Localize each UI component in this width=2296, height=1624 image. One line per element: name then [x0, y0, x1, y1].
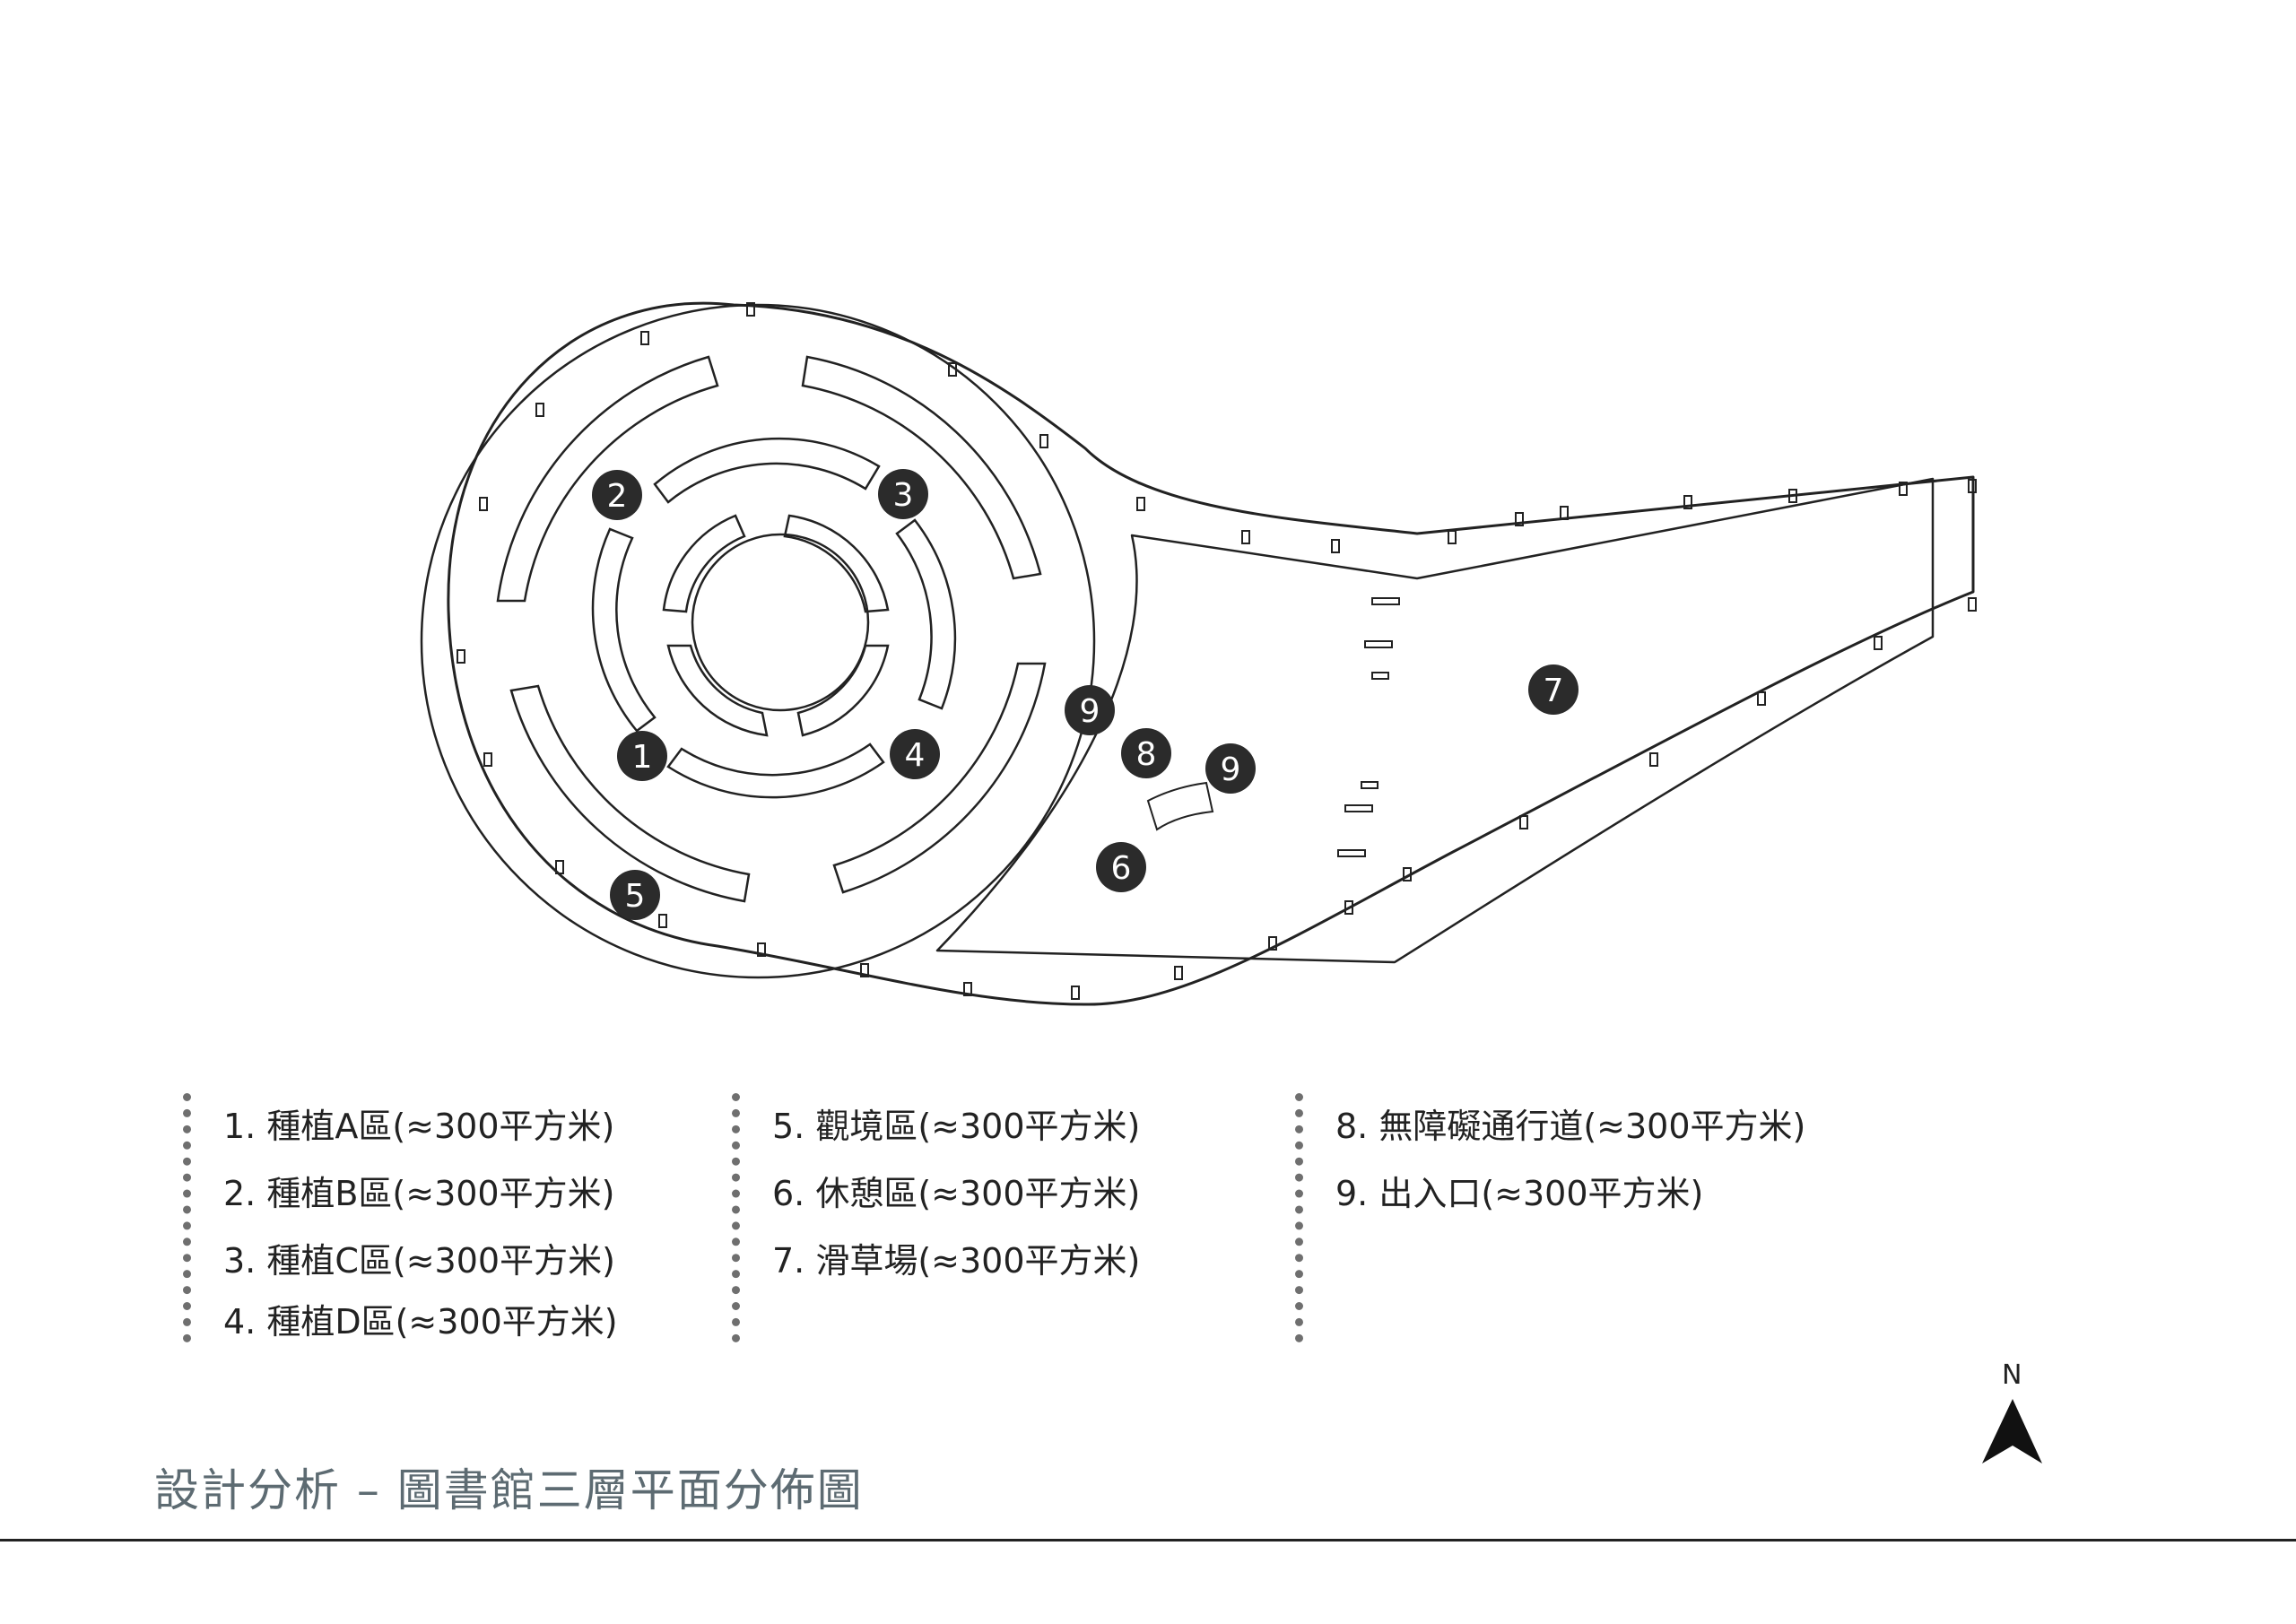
zone-marker-7: 7	[1528, 664, 1578, 715]
marker-circle	[878, 469, 928, 519]
planting-bed	[783, 514, 890, 613]
marker-number: 7	[1544, 673, 1564, 709]
planting-bed	[662, 514, 746, 613]
marker-circle	[610, 870, 660, 920]
zone-marker-5: 5	[610, 870, 660, 920]
zone-marker-9: 9	[1065, 685, 1115, 735]
legend-column-3: 8. 無障礙通行道(≈300平方米) 9. 出入口(≈300平方米)	[1295, 1093, 1805, 1342]
ramp	[1146, 781, 1214, 831]
legend-item: 4. 種植D區(≈300平方米)	[223, 1302, 618, 1342]
marker-number: 1	[632, 739, 653, 776]
planting-bed	[653, 437, 881, 504]
zone-marker-4: 4	[890, 729, 940, 779]
legend-column-1: 1. 種植A區(≈300平方米) 2. 種植B區(≈300平方米) 3. 種植C…	[183, 1093, 618, 1342]
marker-circle	[890, 729, 940, 779]
legend-item: 5. 觀境區(≈300平方米)	[772, 1107, 1141, 1146]
marker-number: 2	[607, 478, 628, 515]
marker-number: 8	[1136, 736, 1157, 773]
page-title: 設計分析 – 圖書館三層平面分佈圖	[154, 1464, 864, 1516]
legend-item: 2. 種植B區(≈300平方米)	[223, 1174, 615, 1213]
marker-circle	[1528, 664, 1578, 715]
legend-column-2: 5. 觀境區(≈300平方米) 6. 休憩區(≈300平方米) 7. 滑草場(≈…	[732, 1093, 1140, 1342]
legend-item: 1. 種植A區(≈300平方米)	[223, 1107, 615, 1146]
planting-bed	[666, 743, 885, 799]
planting-bed	[801, 355, 1042, 580]
lawn-area	[935, 477, 1935, 964]
north-label: N	[2002, 1359, 2022, 1391]
legend-item: 7. 滑草場(≈300平方米)	[772, 1241, 1141, 1281]
marker-number: 3	[893, 477, 914, 514]
legend-item: 6. 休憩區(≈300平方米)	[772, 1174, 1141, 1213]
zone-marker-1: 1	[617, 731, 667, 781]
zone-marker-8: 8	[1121, 728, 1171, 778]
planting-bed	[509, 684, 751, 903]
marker-circle	[1205, 743, 1256, 794]
legend-item: 8. 無障礙通行道(≈300平方米)	[1335, 1107, 1806, 1146]
marker-number: 6	[1111, 850, 1132, 887]
marker-number: 5	[625, 878, 646, 915]
marker-number: 9	[1080, 693, 1100, 730]
planting-bed	[895, 518, 957, 710]
north-arrow-icon	[1982, 1399, 2042, 1463]
garden-circle	[420, 303, 1096, 979]
planting-bed	[666, 644, 769, 737]
marker-circle	[617, 731, 667, 781]
marker-number: 4	[905, 737, 926, 774]
planting-bed	[591, 527, 657, 733]
zone-marker-3: 3	[878, 469, 928, 519]
site-boundary	[447, 301, 1975, 1006]
zone-marker-2: 2	[592, 470, 642, 520]
marker-circle	[1121, 728, 1171, 778]
legend-item: 3. 種植C區(≈300平方米)	[223, 1241, 615, 1281]
marker-circle	[592, 470, 642, 520]
planting-bed	[832, 662, 1047, 894]
planting-bed	[496, 355, 719, 603]
bottom-divider	[0, 1539, 2296, 1541]
marker-number: 9	[1221, 751, 1241, 788]
zone-marker-6: 6	[1096, 842, 1146, 892]
marker-circle	[1096, 842, 1146, 892]
marker-circle	[1065, 685, 1115, 735]
zone-marker-9: 9	[1205, 743, 1256, 794]
legend-item: 9. 出入口(≈300平方米)	[1335, 1174, 1704, 1213]
planting-bed	[796, 644, 890, 737]
